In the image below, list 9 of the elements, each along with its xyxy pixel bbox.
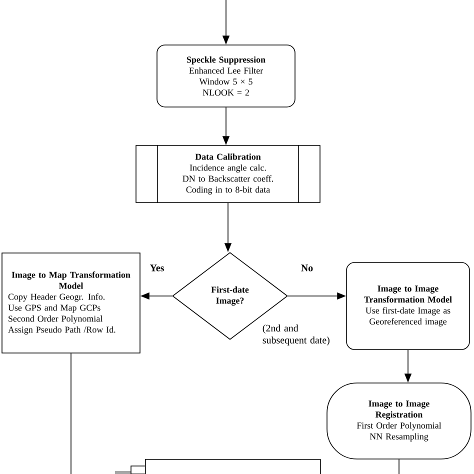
edge-label: No [301, 264, 313, 272]
document-stack [115, 459, 321, 474]
edge-label: Yes [150, 264, 164, 272]
process-box: Data Calibration Incidence angle calc. DN to Backscatter coeff. Coding in to 8-bit data [136, 144, 320, 204]
process-box: Image to Image Transformation Model Use first-date Image as Georeferenced image [346, 262, 470, 350]
process-box: Speckle Suppression Enhanced Lee Filter Window 5 × 5 NLOOK = 2 [156, 44, 296, 108]
process-box: Image to Image Registration First Order Polynomial NN Resampling [326, 382, 472, 460]
process-box: Image to Map Transformation Model Copy Header Geogr. Info. Use GPS and Map GCPs Second Order Polynomial Assign Pseudo Path /Row Id. [2, 252, 140, 354]
note-label: (2nd and subsequent date) [262, 324, 330, 346]
